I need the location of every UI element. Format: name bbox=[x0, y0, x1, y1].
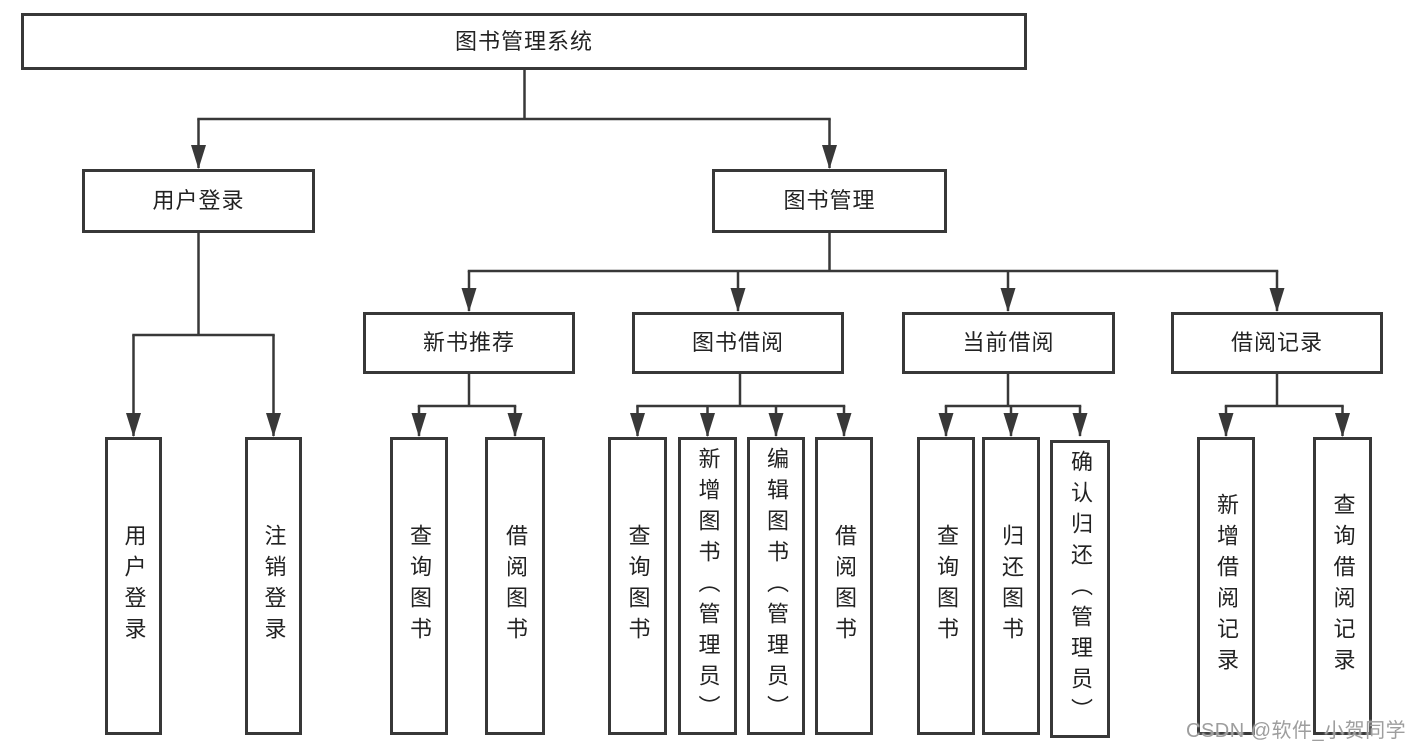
node-user-login: 用户登录 bbox=[82, 169, 315, 233]
leaf-logout-label: 注销登录 bbox=[261, 524, 287, 648]
leaf-confirm-return-admin-label: 确认归还（管理员） bbox=[1068, 449, 1093, 729]
leaf-borrow-borrow-book-label: 借阅图书 bbox=[832, 524, 857, 648]
leaf-add-borrow-record-label: 新增借阅记录 bbox=[1214, 493, 1239, 679]
leaf-logout: 注销登录 bbox=[245, 437, 302, 735]
node-library-management-system: 图书管理系统 bbox=[21, 13, 1027, 70]
leaf-add-book-admin-label: 新增图书（管理员） bbox=[695, 446, 721, 726]
node-library-management-system-label: 图书管理系统 bbox=[454, 28, 593, 54]
node-book-management: 图书管理 bbox=[712, 169, 947, 233]
node-new-book-recommend-label: 新书推荐 bbox=[422, 330, 515, 355]
leaf-return-book: 归还图书 bbox=[982, 437, 1040, 735]
node-borrow-records-label: 借阅记录 bbox=[1230, 330, 1323, 355]
leaf-query-borrow-record: 查询借阅记录 bbox=[1313, 437, 1372, 735]
leaf-user-login: 用户登录 bbox=[105, 437, 162, 735]
node-new-book-recommend: 新书推荐 bbox=[363, 312, 575, 374]
node-borrow-records: 借阅记录 bbox=[1171, 312, 1383, 374]
leaf-query-borrow-record-label: 查询借阅记录 bbox=[1330, 493, 1356, 679]
leaf-edit-book-admin-label: 编辑图书（管理员） bbox=[764, 446, 789, 726]
node-book-borrow-label: 图书借阅 bbox=[691, 330, 784, 355]
csdn-watermark: CSDN @软件_小贺同学 bbox=[1186, 720, 1405, 742]
leaf-borrow-query-book: 查询图书 bbox=[608, 437, 667, 735]
leaf-add-borrow-record: 新增借阅记录 bbox=[1197, 437, 1255, 735]
leaf-edit-book-admin: 编辑图书（管理员） bbox=[747, 437, 805, 735]
node-book-borrow: 图书借阅 bbox=[632, 312, 844, 374]
leaf-user-login-label: 用户登录 bbox=[121, 524, 147, 648]
leaf-add-book-admin: 新增图书（管理员） bbox=[678, 437, 737, 735]
leaf-current-query-book-label: 查询图书 bbox=[934, 524, 959, 648]
node-current-borrow-label: 当前借阅 bbox=[962, 330, 1055, 355]
node-current-borrow: 当前借阅 bbox=[902, 312, 1115, 374]
leaf-return-book-label: 归还图书 bbox=[999, 524, 1024, 648]
leaf-recommend-query-book: 查询图书 bbox=[390, 437, 448, 735]
leaf-recommend-borrow-book: 借阅图书 bbox=[485, 437, 545, 735]
leaf-recommend-borrow-book-label: 借阅图书 bbox=[503, 524, 528, 648]
leaf-confirm-return-admin: 确认归还（管理员） bbox=[1050, 440, 1110, 738]
node-book-management-label: 图书管理 bbox=[783, 188, 876, 213]
leaf-borrow-borrow-book: 借阅图书 bbox=[815, 437, 873, 735]
node-user-login-label: 用户登录 bbox=[152, 188, 245, 213]
leaf-borrow-query-book-label: 查询图书 bbox=[625, 524, 651, 648]
leaf-recommend-query-book-label: 查询图书 bbox=[407, 524, 432, 648]
leaf-current-query-book: 查询图书 bbox=[917, 437, 975, 735]
